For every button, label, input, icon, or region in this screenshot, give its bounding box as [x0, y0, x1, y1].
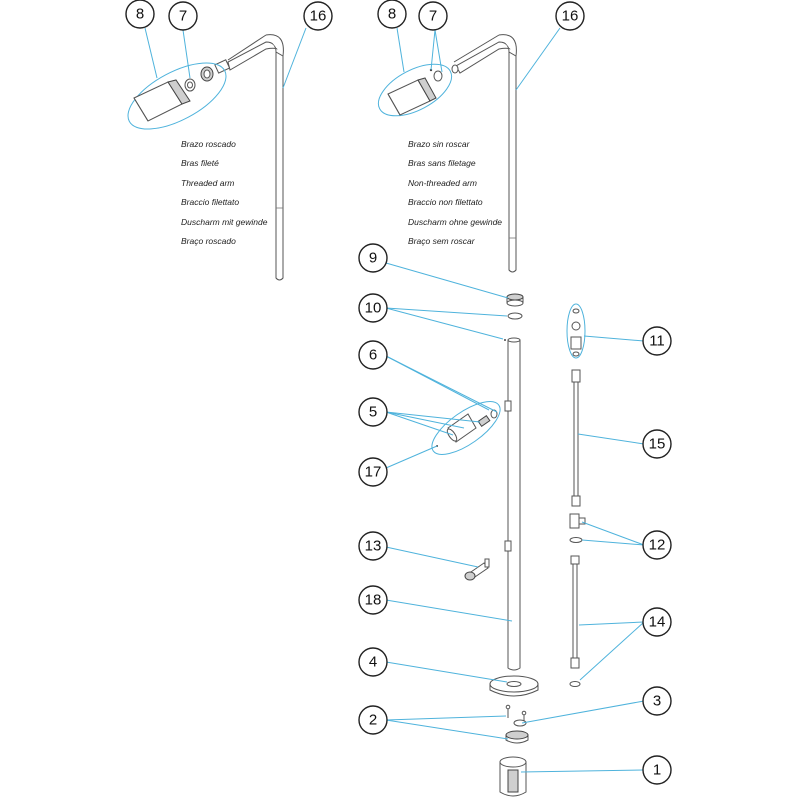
svg-text:1: 1 [653, 762, 661, 779]
callout-16-right: 16 [555, 1, 585, 31]
lower-pipe [569, 555, 581, 687]
adapter [505, 730, 529, 744]
clamp-ring [513, 719, 527, 727]
top-washer [507, 312, 523, 320]
svg-text:8: 8 [136, 6, 144, 23]
callout-11: 11 [642, 326, 672, 356]
valve-group [431, 401, 501, 455]
elbow-parts [570, 308, 582, 357]
non-threaded-arm-assembly [377, 34, 517, 273]
svg-text:16: 16 [562, 8, 579, 25]
threaded-label-pt: Braço roscado [181, 236, 236, 246]
non-threaded-label-es: Brazo sin roscar [408, 139, 471, 149]
callout-5: 5 [358, 397, 388, 427]
callout-7-left: 7 [168, 1, 198, 31]
callout-2: 2 [358, 705, 388, 735]
non-threaded-label-pt: Braço sem roscar [408, 236, 476, 246]
svg-text:2: 2 [369, 712, 377, 729]
callout-3: 3 [642, 686, 672, 716]
callout-12: 12 [642, 530, 672, 560]
threaded-label-fr: Bras fileté [181, 158, 219, 168]
svg-text:6: 6 [369, 347, 377, 364]
washer-left [184, 78, 196, 92]
svg-text:3: 3 [653, 693, 661, 710]
svg-text:8: 8 [388, 6, 396, 23]
callout-4: 4 [358, 647, 388, 677]
threaded-label-en: Threaded arm [181, 178, 234, 188]
showerhead-group-right [377, 63, 453, 117]
showerhead-group-left [127, 62, 227, 130]
non-threaded-label-en: Non-threaded arm [408, 178, 477, 188]
svg-text:12: 12 [649, 537, 666, 554]
non-threaded-arm-labels: Brazo sin roscar Bras sans filetage Non-… [408, 139, 502, 246]
svg-text:13: 13 [365, 538, 382, 555]
svg-text:7: 7 [179, 8, 187, 25]
threaded-label-it: Braccio filettato [181, 197, 239, 207]
upper-pipe [571, 369, 581, 507]
callout-14: 14 [642, 607, 672, 637]
svg-text:17: 17 [365, 464, 382, 481]
callout-6: 6 [358, 340, 388, 370]
svg-text:11: 11 [649, 333, 665, 350]
callout-16-left: 16 [303, 1, 333, 31]
showerhead-left [133, 79, 191, 122]
threaded-arm-pipe [275, 51, 284, 281]
callout-8-left: 8 [125, 0, 155, 29]
callout-1: 1 [642, 755, 672, 785]
callout-15: 15 [642, 429, 672, 459]
threaded-label-de: Duscharm mit gewinde [181, 217, 268, 227]
showerhead-right [387, 77, 437, 116]
threaded-label-es: Brazo roscado [181, 139, 236, 149]
non-threaded-label-de: Duscharm ohne gewinde [408, 217, 502, 227]
callout-13: 13 [358, 531, 388, 561]
non-threaded-arm-elbow [455, 41, 517, 74]
svg-text:18: 18 [365, 592, 382, 609]
threaded-arm-labels: Brazo roscado Bras fileté Threaded arm B… [181, 139, 268, 246]
threaded-arm-elbow [227, 41, 284, 71]
ground-anchor [499, 756, 527, 797]
callout-8-right: 8 [377, 0, 407, 29]
base-plate [489, 675, 539, 697]
threaded-arm-assembly [127, 34, 284, 281]
callout-18: 18 [358, 585, 388, 615]
non-threaded-label-fr: Bras sans filetage [408, 158, 476, 168]
svg-text:7: 7 [429, 8, 437, 25]
svg-text:10: 10 [365, 300, 382, 317]
threaded-arm-thread [214, 59, 231, 74]
callout-17: 17 [358, 457, 388, 487]
svg-text:9: 9 [369, 250, 377, 267]
push-button [464, 558, 490, 581]
svg-text:16: 16 [310, 8, 327, 25]
svg-text:4: 4 [369, 654, 377, 671]
callout-10: 10 [358, 293, 388, 323]
svg-text:14: 14 [649, 614, 666, 631]
non-threaded-label-it: Braccio non filettato [408, 197, 483, 207]
tee-fitting [569, 513, 586, 543]
elbow-group [566, 303, 586, 359]
svg-text:15: 15 [649, 436, 666, 453]
non-threaded-arm-pipe [508, 51, 517, 273]
callout-9: 9 [358, 243, 388, 273]
main-column [504, 337, 521, 671]
top-cap [506, 293, 524, 307]
svg-text:5: 5 [369, 404, 377, 421]
callout-7-right: 7 [418, 1, 448, 31]
washer-right [433, 70, 443, 82]
